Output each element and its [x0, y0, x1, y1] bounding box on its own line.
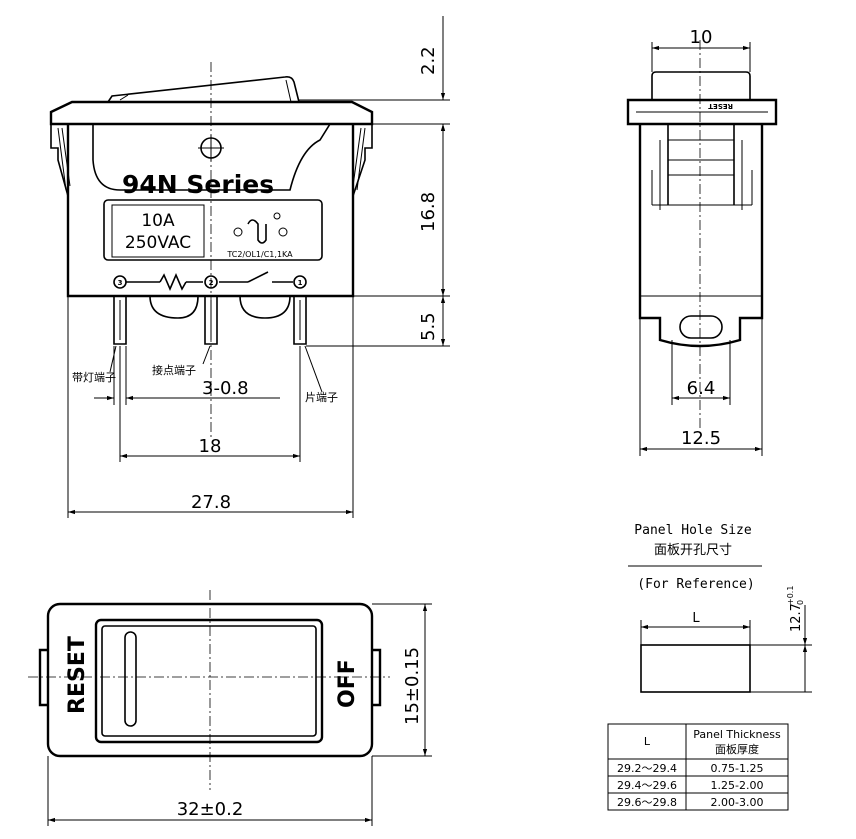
table-row-3-l: 29.6～29.8 [617, 796, 677, 809]
dim-side-top: 10 [690, 27, 713, 48]
side-oval-hole [679, 315, 723, 339]
panel-thickness-table: L Panel Thickness 面板厚度 29.2～29.4 0.75-1.… [607, 723, 789, 811]
terminal-2: 2 [204, 275, 218, 289]
panel-hole-tol-lower: 0 [796, 600, 805, 605]
panel-hole-shape [640, 644, 751, 693]
terminal-3: 3 [113, 275, 127, 289]
table-row-3-t: 2.00-3.00 [711, 796, 764, 809]
dim-side-bottom: 12.5 [681, 428, 721, 449]
dim-bottom-height: 15±0.15 [402, 647, 423, 725]
right-clip [352, 124, 373, 197]
pins [113, 296, 307, 345]
front-view: 94N Series 10A 250VAC TC2/OL1/C1,1KA 3 [49, 16, 450, 518]
dim-pin-length: 5.5 [418, 312, 439, 341]
bottom-tab-right [372, 648, 382, 707]
cert-text: TC2/OL1/C1,1KA [226, 250, 293, 259]
housing-step [92, 123, 331, 191]
side-view: RESET 10 6.4 12.5 [626, 27, 778, 456]
left-clip [50, 124, 69, 197]
series-label: 94N Series [122, 170, 274, 199]
side-button [651, 71, 751, 100]
bottom-off-text: OFF [335, 659, 360, 708]
circuit-symbol [126, 271, 293, 292]
table-header-l: L [644, 735, 651, 748]
label-tab-terminal: 片端子 [305, 391, 338, 404]
terminal-1-number: 1 [298, 279, 303, 287]
table-header-thickness: Panel Thickness [693, 728, 781, 741]
side-body [638, 124, 764, 348]
bottom-view: RESET OFF 15±0.15 32±0.2 [28, 590, 432, 826]
bottom-reset-text: RESET [65, 636, 90, 714]
panel-hole-title: Panel Hole Size [634, 523, 752, 538]
panel-hole-note: (For Reference) [637, 577, 754, 592]
side-reset-text: RESET [708, 102, 733, 110]
bottom-tab-left [38, 648, 48, 707]
dim-top-gap: 2.2 [418, 46, 439, 75]
rocker-top [107, 76, 300, 103]
bezel-flange [49, 100, 374, 126]
table-header-thickness-cn: 面板厚度 [715, 742, 759, 756]
bottom-frame [46, 602, 374, 758]
bottom-scallop-left [149, 295, 199, 319]
terminal-3-number: 3 [118, 279, 123, 287]
panel-hole-height: 12.7 [789, 603, 804, 632]
label-contact-terminal: 接点端子 [152, 364, 196, 377]
housing-body [66, 124, 355, 298]
dim-side-hole: 6.4 [687, 378, 716, 399]
label-lamp-terminal: 带灯端子 [72, 371, 116, 384]
bottom-rocker [94, 618, 324, 744]
terminal-1: 1 [293, 275, 307, 289]
dim-pin-pitch: 18 [199, 436, 222, 457]
label-plate [103, 199, 323, 261]
panel-hole-l-label: L [692, 611, 700, 626]
bottom-scallop-right [239, 295, 291, 319]
table-row-2-t: 1.25-2.00 [711, 779, 764, 792]
dim-overall-width: 27.8 [191, 492, 231, 513]
dim-bottom-width: 32±0.2 [177, 799, 244, 820]
rating-voltage: 250VAC [125, 233, 191, 253]
dim-body-height: 16.8 [418, 192, 439, 232]
dim-pin-width: 3-0.8 [202, 378, 249, 399]
table-row-1-l: 29.2～29.4 [617, 762, 677, 775]
panel-hole-title-cn: 面板开孔尺寸 [654, 543, 732, 558]
terminal-2-number: 2 [209, 279, 214, 287]
indicator-slot [124, 631, 137, 727]
side-flange [626, 98, 778, 126]
rating-current: 10A [141, 211, 175, 231]
table-row-2-l: 29.4～29.6 [617, 779, 677, 792]
rating-box [111, 204, 205, 258]
cert-logo-icon [233, 212, 288, 244]
panel-hole-section: Panel Hole Size 面板开孔尺寸 (For Reference) L… [628, 523, 812, 693]
panel-hole-tol-upper: +0.1 [786, 586, 795, 605]
table-row-1-t: 0.75-1.25 [711, 762, 764, 775]
